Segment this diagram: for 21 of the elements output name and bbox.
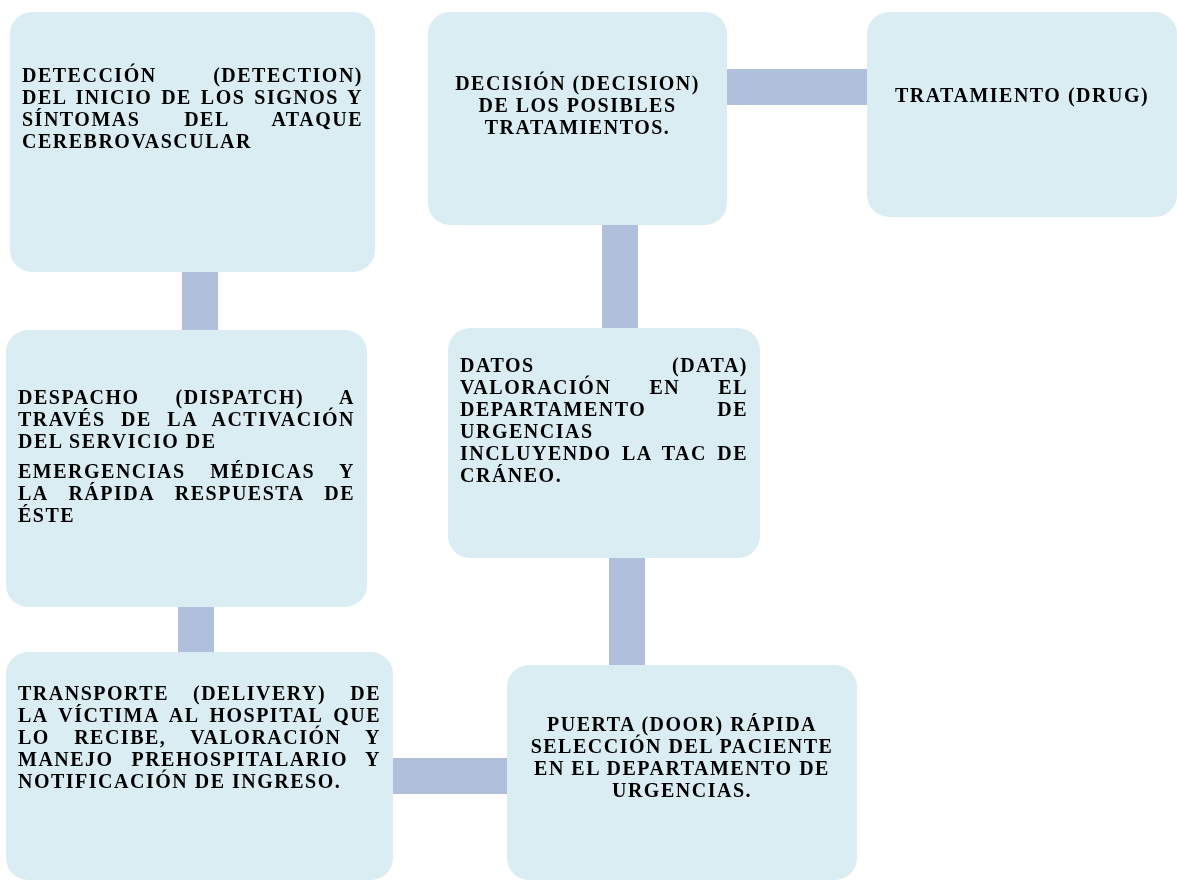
process-box <box>6 652 393 880</box>
process-box <box>10 12 375 272</box>
process-box <box>428 12 727 225</box>
step-text: TRANSPORTE (DELIVERY) DE LA VÍCTIMA AL HOSPITAL QUE LO RECIBE, VALORACIÓN Y MANEJO PREHOSPITALARIO Y NOTIFICACIÓN DE INGRESO. <box>18 682 381 792</box>
connector-bar <box>182 272 218 330</box>
connector-bar <box>178 607 214 652</box>
process-box <box>448 328 760 558</box>
process-box <box>507 665 857 880</box>
step-text: EMERGENCIAS MÉDICAS Y LA RÁPIDA RESPUESTA DE ÉSTE <box>18 460 355 526</box>
step-text: TRATAMIENTO (DRUG) <box>893 84 1151 106</box>
step-text: DETECCIÓN (DETECTION) DEL INICIO DE LOS SIGNOS Y SÍNTOMAS DEL ATAQUE CEREBROVASCULAR <box>22 64 363 152</box>
connector-bar <box>609 558 645 665</box>
process-box <box>867 12 1177 217</box>
step-text: PUERTA (DOOR) RÁPIDA SELECCIÓN DEL PACIENTE EN EL DEPARTAMENTO DE URGENCIAS. <box>529 713 835 801</box>
connector-bar <box>393 758 507 794</box>
step-text: DESPACHO (DISPATCH) A TRAVÉS DE LA ACTIVACIÓN DEL SERVICIO DE <box>18 386 355 452</box>
process-box <box>6 330 367 607</box>
connector-bar <box>727 69 867 105</box>
connector-bar <box>602 225 638 328</box>
step-text: DATOS (DATA) VALORACIÓN EN EL DEPARTAMENTO DE URGENCIAS INCLUYENDO LA TAC DE CRÁNEO. <box>460 354 748 486</box>
step-text: DECISIÓN (DECISION) DE LOS POSIBLES TRATAMIENTOS. <box>454 72 701 138</box>
